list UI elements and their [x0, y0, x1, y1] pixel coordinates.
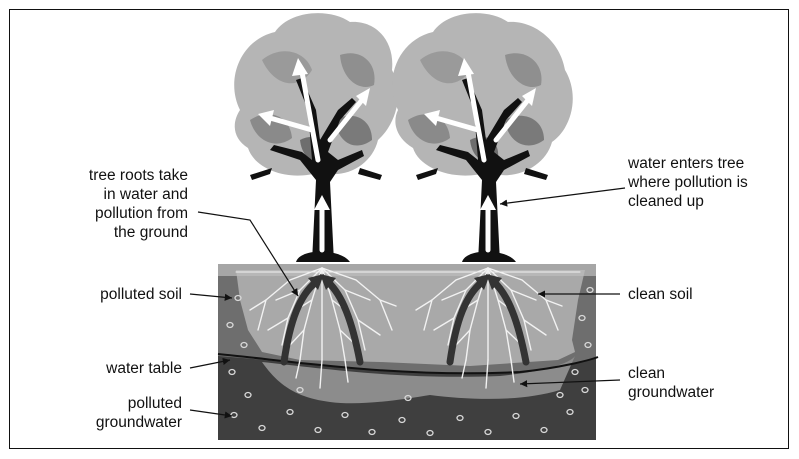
label-polluted-gw-line2: groundwater [96, 414, 182, 431]
label-clean-gw-line2: groundwater [628, 384, 714, 401]
label-roots-line1: tree roots take [89, 167, 188, 184]
label-polluted-gw-line1: polluted [128, 395, 182, 412]
label-roots-line2: in water and [104, 186, 188, 203]
surface-band [218, 264, 596, 276]
label-clean-soil: clean soil [628, 286, 693, 303]
label-roots-line3: pollution from [95, 205, 188, 222]
label-clean-gw-line1: clean [628, 365, 665, 382]
label-enters-line3: cleaned up [628, 193, 704, 210]
label-polluted-soil: polluted soil [100, 286, 182, 303]
tree-icon [392, 13, 573, 262]
ground-block [218, 264, 598, 440]
label-water-table: water table [105, 360, 182, 377]
leader-enters [500, 188, 625, 204]
label-enters-line2: where pollution is [627, 174, 748, 191]
label-roots-line4: the ground [114, 224, 188, 241]
label-enters-line1: water enters tree [627, 155, 744, 172]
